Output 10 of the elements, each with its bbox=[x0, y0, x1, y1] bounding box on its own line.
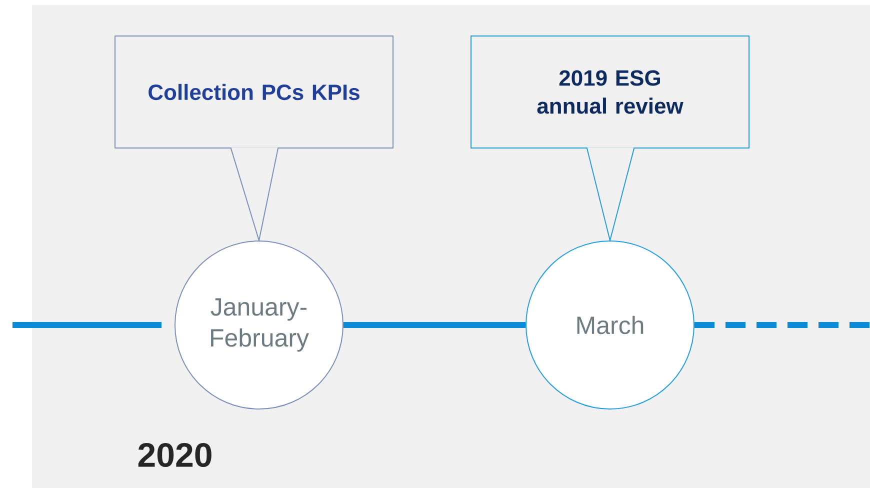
circle-node: January- February bbox=[174, 240, 344, 410]
timeline-line bbox=[12, 322, 162, 328]
callout-box: Collection PCs KPIs bbox=[114, 36, 394, 148]
year-label: 2020 bbox=[138, 442, 212, 468]
callout-pointer bbox=[230, 147, 278, 243]
timeline-line bbox=[694, 322, 870, 328]
circle-node: March bbox=[526, 240, 694, 410]
callout-box: 2019 ESG annual review bbox=[470, 36, 750, 148]
callout-pointer bbox=[586, 147, 634, 243]
timeline-line bbox=[344, 322, 526, 328]
